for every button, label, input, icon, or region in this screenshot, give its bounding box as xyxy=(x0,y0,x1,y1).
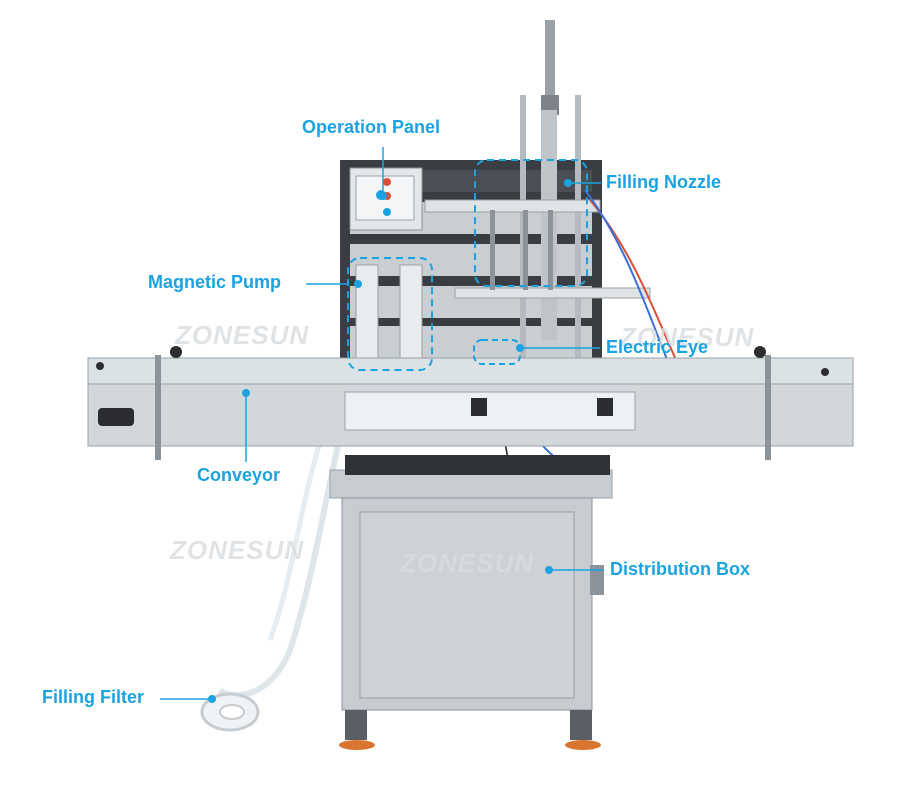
distribution-box-label: Distribution Box xyxy=(610,559,750,579)
filling-filter-label: Filling Filter xyxy=(42,687,144,707)
electric-eye-highlight xyxy=(473,339,521,365)
foot-right xyxy=(565,740,601,750)
magnetic-pump-2 xyxy=(399,264,423,361)
foot-left xyxy=(339,740,375,750)
watermark: ZONESUN xyxy=(400,548,535,578)
watermark: ZONESUN xyxy=(175,320,310,350)
nozzle-bar xyxy=(424,199,601,213)
filling-machine xyxy=(87,20,854,750)
magnetic-pump-highlight xyxy=(347,257,433,371)
filling-nozzle-label: Filling Nozzle xyxy=(606,172,721,192)
watermark: ZONESUN xyxy=(620,322,755,352)
magnetic-pump-label: Magnetic Pump xyxy=(148,272,282,292)
electric-eye-label: Electric Eye xyxy=(606,337,709,357)
watermark: ZONESUN xyxy=(170,535,305,565)
operation-panel-label: Operation Panel xyxy=(302,117,441,137)
conveyor-belt xyxy=(87,357,854,385)
magnetic-pump-1 xyxy=(355,264,379,361)
conveyor-label: Conveyor xyxy=(197,465,281,485)
filling-nozzle-highlight xyxy=(474,159,588,287)
nozzle-rod xyxy=(545,20,555,110)
